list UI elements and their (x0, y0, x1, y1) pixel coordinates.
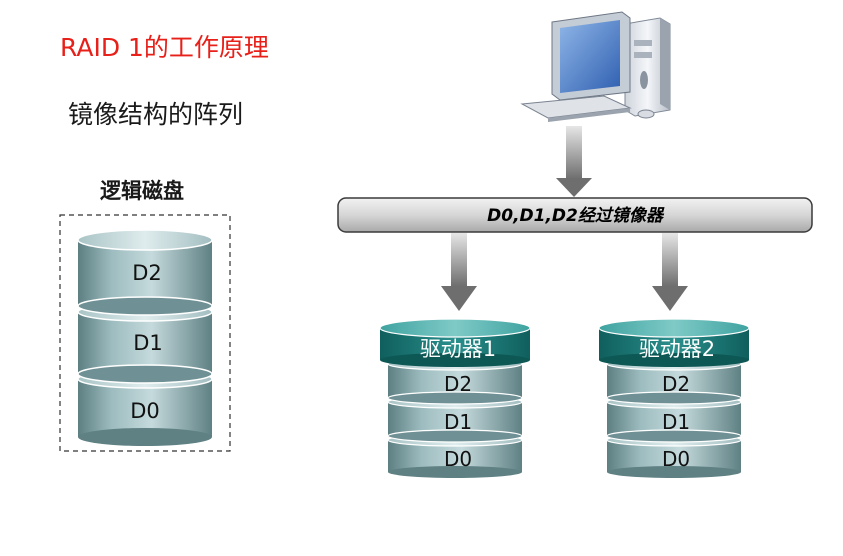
drive-1-label-d2: D2 (444, 372, 472, 396)
mirror-bus: D0,D1,D2经过镜像器 (337, 197, 813, 233)
logical-disk-layer-d2: D2 (77, 229, 213, 316)
page-title: RAID 1的工作原理 (60, 33, 269, 62)
logical-disk-label-d2: D2 (132, 261, 162, 285)
arrow-bus-to-drive-2 (652, 233, 688, 311)
logical-disk-label-d0: D0 (130, 399, 160, 423)
drive-2-head: 驱动器2 (598, 318, 750, 367)
drive-2-label-d0: D0 (662, 447, 690, 471)
arrow-bus-to-drive-1 (441, 233, 477, 311)
logical-disk-label-d1: D1 (133, 331, 163, 355)
arrow-computer-to-bus (556, 126, 592, 197)
page-subtitle: 镜像结构的阵列 (68, 100, 244, 129)
logical-disk-stack: D0 D1 D2 (77, 229, 213, 446)
drive-2-label: 驱动器2 (639, 337, 715, 361)
desktop-computer-icon (520, 11, 671, 122)
drive-2: D0 D1 D2 驱动器2 (598, 318, 750, 478)
drive-1-head: 驱动器1 (379, 318, 531, 367)
drive-1: D0 D1 D2 驱动器1 (379, 318, 531, 478)
bus-label: D0,D1,D2经过镜像器 (487, 206, 665, 226)
logical-disk-label: 逻辑磁盘 (100, 179, 184, 203)
logical-disk-frame (59, 214, 231, 452)
drive-2-label-d1: D1 (662, 410, 690, 434)
drive-1-label: 驱动器1 (420, 337, 496, 361)
drive-2-layer-d2: D2 (606, 357, 742, 405)
drive-1-label-d1: D1 (444, 410, 472, 434)
drive-1-label-d0: D0 (444, 447, 472, 471)
drive-2-label-d2: D2 (662, 372, 690, 396)
